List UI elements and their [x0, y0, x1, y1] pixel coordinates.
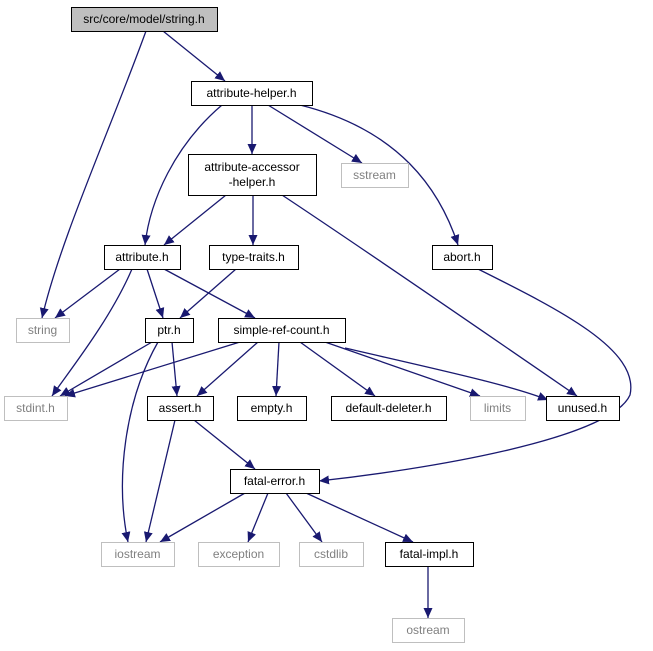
- node-label: src/core/model/string.h: [83, 12, 204, 26]
- node-label: stdint.h: [16, 401, 55, 415]
- edge-fatal-error-to-exception: [247, 492, 269, 543]
- edge-simple-ref-count-to-stdint: [64, 341, 241, 398]
- edge-simple-ref-count-to-default-deleter: [299, 341, 376, 397]
- node-box: [101, 542, 175, 567]
- node-label: default-deleter.h: [345, 401, 431, 415]
- edge-assert-to-fatal-error: [193, 419, 256, 470]
- node-label: simple-ref-count.h: [233, 323, 329, 337]
- edge-string-h-to-string: [39, 30, 147, 319]
- node-ostream: ostream: [392, 618, 465, 643]
- node-string: string: [16, 318, 70, 343]
- edge-attribute-to-string: [54, 268, 121, 319]
- node-label: fatal-error.h: [244, 474, 305, 488]
- nodes: src/core/model/string.h attribute-helper.…: [4, 7, 620, 643]
- node-fatal-impl[interactable]: fatal-impl.h: [385, 542, 474, 567]
- edge-fatal-error-to-fatal-impl: [305, 492, 414, 543]
- node-box: [218, 318, 346, 343]
- edge-attribute-to-simple-ref-count: [163, 268, 256, 319]
- node-box: [16, 318, 70, 343]
- edge-simple-ref-count-to-unused: [344, 347, 549, 401]
- node-box: [331, 396, 447, 421]
- edge-string-h-to-attribute-helper: [162, 30, 226, 82]
- node-box: [209, 245, 299, 270]
- node-unused[interactable]: unused.h: [546, 396, 620, 421]
- node-label: cstdlib: [314, 547, 348, 561]
- node-label: string: [28, 323, 57, 337]
- node-limits: limits: [470, 396, 526, 421]
- node-stdint: stdint.h: [4, 396, 68, 421]
- node-box: [147, 396, 214, 421]
- edge-attribute-to-stdint: [51, 268, 133, 397]
- node-label: fatal-impl.h: [400, 547, 459, 561]
- node-label: abort.h: [443, 250, 480, 264]
- node-box: [198, 542, 280, 567]
- node-sstream: sstream: [341, 163, 409, 188]
- edge-simple-ref-count-to-limits: [324, 341, 481, 397]
- edge-ptr-to-stdint: [59, 341, 153, 397]
- edge-ptr-to-iostream: [121, 341, 159, 543]
- edge-attribute-to-ptr: [146, 268, 165, 319]
- node-box: [341, 163, 409, 188]
- node-attribute-helper[interactable]: attribute-helper.h: [191, 81, 313, 106]
- node-box: [145, 318, 194, 343]
- node-box: [191, 81, 313, 106]
- node-label: attribute-helper.h: [206, 86, 296, 100]
- node-label: iostream: [114, 547, 160, 561]
- node-box: [188, 154, 317, 196]
- node-type-traits[interactable]: type-traits.h: [209, 245, 299, 270]
- edge-fatal-error-to-cstdlib: [285, 492, 323, 543]
- node-default-deleter[interactable]: default-deleter.h: [331, 396, 447, 421]
- node-box: [546, 396, 620, 421]
- node-label: unused.h: [558, 401, 607, 415]
- edge-simple-ref-count-to-empty: [272, 341, 282, 397]
- node-iostream: iostream: [101, 542, 175, 567]
- node-label: attribute-accessor: [204, 160, 299, 174]
- node-exception: exception: [198, 542, 280, 567]
- edge-simple-ref-count-to-assert: [196, 341, 259, 397]
- node-box: [230, 469, 320, 494]
- edge-fatal-error-to-iostream: [159, 492, 246, 543]
- node-fatal-error[interactable]: fatal-error.h: [230, 469, 320, 494]
- node-label: -helper.h: [229, 175, 276, 189]
- node-label: limits: [484, 401, 511, 415]
- node-label: empty.h: [251, 401, 293, 415]
- edges: [39, 30, 632, 618]
- edge-attribute-helper-to-attribute: [141, 104, 223, 246]
- node-box: [104, 245, 181, 270]
- node-label: sstream: [353, 168, 396, 182]
- node-box: [392, 618, 465, 643]
- node-label: ptr.h: [157, 323, 180, 337]
- edge-attribute-helper-to-sstream: [267, 104, 363, 164]
- node-box: [470, 396, 526, 421]
- node-box: [71, 7, 218, 32]
- edge-type-traits-to-ptr: [179, 268, 237, 319]
- node-label: type-traits.h: [222, 250, 285, 264]
- node-simple-ref-count[interactable]: simple-ref-count.h: [218, 318, 346, 343]
- node-label: attribute.h: [115, 250, 168, 264]
- node-attribute[interactable]: attribute.h: [104, 245, 181, 270]
- node-box: [4, 396, 68, 421]
- edge-attribute-accessor-helper-to-unused: [281, 194, 578, 397]
- node-label: exception: [213, 547, 264, 561]
- edge-attribute-accessor-helper-to-attribute: [163, 194, 227, 246]
- node-box: [299, 542, 364, 567]
- node-assert[interactable]: assert.h: [147, 396, 214, 421]
- node-box: [237, 396, 307, 421]
- node-empty[interactable]: empty.h: [237, 396, 307, 421]
- node-label: ostream: [406, 623, 449, 637]
- node-label: assert.h: [159, 401, 202, 415]
- edge-ptr-to-assert: [171, 341, 181, 397]
- edge-assert-to-iostream: [143, 419, 176, 543]
- edge-attribute-helper-to-abort: [299, 104, 460, 246]
- node-string-h[interactable]: src/core/model/string.h: [71, 7, 218, 32]
- node-abort[interactable]: abort.h: [432, 245, 493, 270]
- node-cstdlib: cstdlib: [299, 542, 364, 567]
- node-box: [432, 245, 493, 270]
- node-box: [385, 542, 474, 567]
- node-attribute-accessor-helper[interactable]: attribute-accessor-helper.h: [188, 154, 317, 196]
- edge-abort-to-fatal-error: [318, 268, 632, 485]
- node-ptr[interactable]: ptr.h: [145, 318, 194, 343]
